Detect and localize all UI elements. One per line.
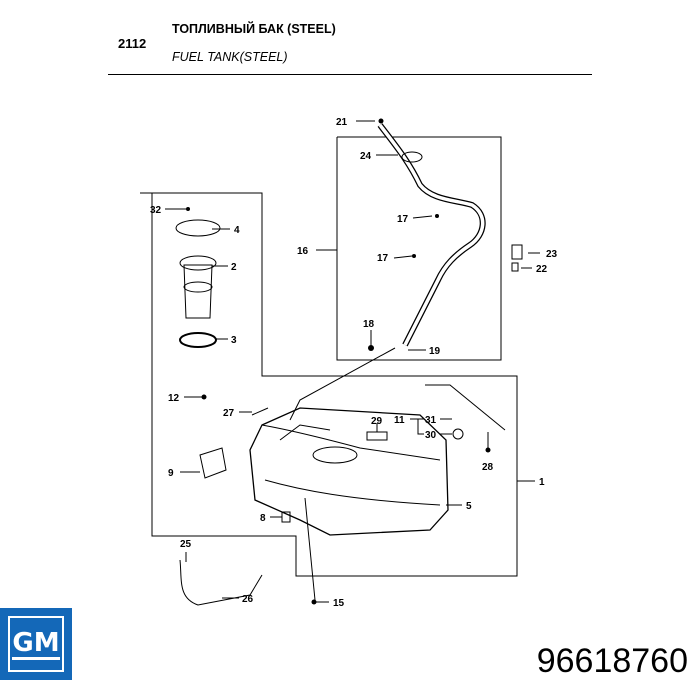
bolt-12 <box>201 394 207 400</box>
bolt-17b <box>412 254 416 258</box>
callout-27: 27 <box>223 408 235 419</box>
part-number: 96618760 <box>536 642 688 680</box>
callout-8: 8 <box>260 513 266 524</box>
callout-31: 31 <box>425 415 437 426</box>
gm-logo-text: GM <box>12 627 60 660</box>
callout-28: 28 <box>482 462 494 473</box>
callout-21: 21 <box>336 117 348 128</box>
filler-neck-ring <box>401 151 423 163</box>
callout-15: 15 <box>333 598 345 609</box>
nut-28 <box>485 447 491 453</box>
callout-1: 1 <box>539 477 545 488</box>
header-divider <box>108 74 592 75</box>
callout-18: 18 <box>363 319 375 330</box>
clamp-18 <box>368 345 374 351</box>
callout-29: 29 <box>371 416 383 427</box>
callout-3: 3 <box>231 335 237 346</box>
callout-25: 25 <box>180 539 192 550</box>
fuel-tank-body <box>249 407 449 536</box>
connector-30 <box>452 428 464 440</box>
bolt-17a <box>435 214 439 218</box>
callout-24: 24 <box>360 151 372 162</box>
clip-22 <box>511 262 519 272</box>
pump-group-frame <box>140 192 518 577</box>
callout-32: 32 <box>150 205 162 216</box>
callout-9: 9 <box>168 468 174 479</box>
callout-11: 11 <box>394 415 405 426</box>
callout-5: 5 <box>466 501 472 512</box>
gm-logo: GM <box>0 608 72 680</box>
callout-12: 12 <box>168 393 180 404</box>
screw-32 <box>186 207 190 211</box>
sensor-line-11 <box>425 384 506 431</box>
bolt-15 <box>311 599 317 605</box>
strap-5 <box>304 497 316 601</box>
vent-hose <box>289 347 396 421</box>
callout-17b: 17 <box>377 253 389 264</box>
pump-gasket <box>175 219 221 237</box>
callout-30: 30 <box>425 430 437 441</box>
callout-17a: 17 <box>397 214 409 225</box>
section-code: 2112 <box>118 36 147 51</box>
callout-2: 2 <box>231 262 237 273</box>
tank-pump-opening <box>312 446 358 464</box>
callout-19: 19 <box>429 346 441 357</box>
pad-29 <box>366 431 388 441</box>
title-english: FUEL TANK(STEEL) <box>172 50 288 64</box>
filler-neck-pipe <box>377 123 486 347</box>
callout-4: 4 <box>234 225 240 236</box>
callout-16: 16 <box>297 246 309 257</box>
filler-group-frame <box>336 136 502 361</box>
wiring-harness-25 <box>179 559 263 606</box>
bracket-23 <box>511 244 523 260</box>
bolt-21 <box>378 118 384 124</box>
bracket-9 <box>199 447 227 479</box>
pump-o-ring <box>179 332 217 348</box>
callout-23: 23 <box>546 249 558 260</box>
fuel-pump <box>183 264 213 319</box>
callout-26: 26 <box>242 594 254 605</box>
strap-27 <box>251 407 269 416</box>
callout-22: 22 <box>536 264 548 275</box>
title-russian: ТОПЛИВНЫЙ БАК (STEEL) <box>172 22 336 36</box>
